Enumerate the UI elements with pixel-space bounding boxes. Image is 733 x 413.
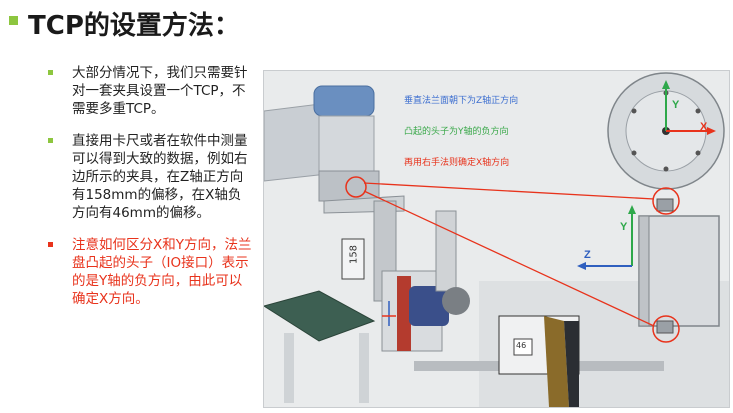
robot-wrist-cap (313, 85, 375, 117)
gripper-finger-red (397, 276, 411, 351)
sensor-post (435, 210, 457, 292)
table-leg (284, 333, 294, 403)
bullet-item-3: 注意如何区分X和Y方向，法兰盘凸起的头子（IO接口）表示的是Y轴的负方向，由此可… (44, 236, 254, 308)
inset-finger-dark (564, 321, 579, 407)
sensor-head (442, 287, 470, 315)
bullet-item-1: 大部分情况下，我们只需要针对一套夹具设置一个TCP，不需要多重TCP。 (44, 64, 254, 118)
flange (318, 170, 380, 202)
io-connector-bottom (656, 320, 674, 334)
bullet-text: 注意如何区分X和Y方向，法兰盘凸起的头子（IO接口）表示的是Y轴的负方向，由此可… (72, 237, 252, 307)
bullet-list: 大部分情况下，我们只需要针对一套夹具设置一个TCP，不需要多重TCP。 直接用卡… (44, 64, 254, 318)
annotation-z-direction: 垂直法兰面朝下为Z轴正方向 (404, 96, 519, 106)
bullet-marker (48, 70, 53, 75)
inset-label-box (513, 338, 533, 356)
title-bullet (9, 16, 18, 25)
bullet-text: 直接用卡尺或者在软件中测量可以得到大致的数据，例如右边所示的夹具，在Z轴正方向有… (72, 133, 248, 221)
z-axis-label-side: Z (584, 249, 591, 261)
callout-line-1 (363, 182, 655, 200)
green-table (264, 290, 376, 342)
flange-side-view (638, 215, 720, 327)
page-title: TCP的设置方法： (28, 11, 240, 41)
bullet-marker (48, 242, 53, 247)
y-axis-label-side: Y (620, 221, 628, 233)
x-axis-label-top: X (700, 121, 708, 133)
bullet-marker (48, 138, 53, 143)
robot-wrist (318, 115, 375, 172)
gripper-figure: 垂直法兰面朝下为Z轴正方向 凸起的头子为Y轴的负方向 再用右手法则确定X轴方向 … (263, 70, 730, 408)
bullet-item-2: 直接用卡尺或者在软件中测量可以得到大致的数据，例如右边所示的夹具，在Z轴正方向有… (44, 132, 254, 222)
highlight-circle-top (652, 187, 680, 215)
dimension-label: 158 (348, 244, 360, 265)
dimension-box (341, 238, 365, 280)
highlight-circle-flange (345, 176, 367, 198)
annotation-y-direction: 凸起的头子为Y轴的负方向 (404, 127, 509, 137)
inset-dimension-label: 46 (516, 341, 527, 350)
figure-drawing (264, 71, 729, 407)
highlight-circle-bottom (652, 315, 680, 343)
inset-finger (544, 316, 569, 407)
annotation-x-direction: 再用右手法则确定X轴方向 (404, 158, 510, 168)
gripper-motor (409, 286, 449, 326)
y-axis-label-top: Y (672, 99, 680, 111)
callout-line-2 (363, 190, 655, 327)
bullet-text: 大部分情况下，我们只需要针对一套夹具设置一个TCP，不需要多重TCP。 (72, 65, 248, 117)
table-leg (359, 333, 369, 403)
io-connector-top (656, 198, 674, 212)
